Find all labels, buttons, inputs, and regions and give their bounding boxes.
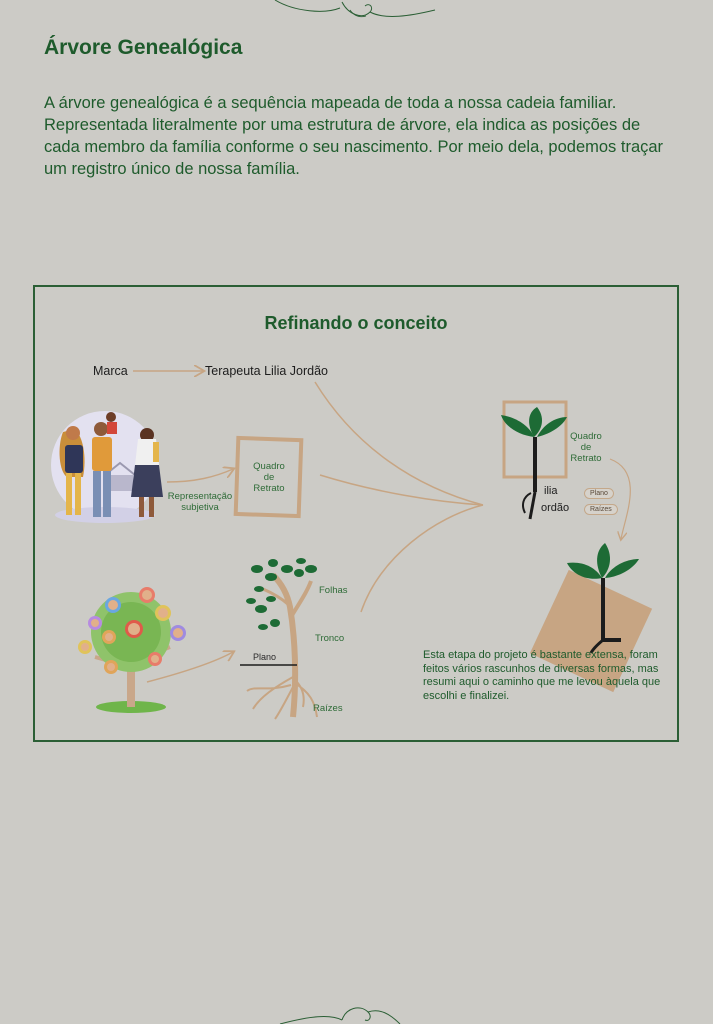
process-note: Esta etapa do projeto é bastante extensa… [423, 649, 661, 702]
label-portrait-frame: Quadro de Retrato [253, 461, 285, 494]
family-illustration [51, 411, 163, 523]
label-sketch-name-2: ordão [541, 502, 570, 514]
label-brand-name: Terapeuta Lilia Jordão [205, 364, 328, 378]
label-subjective: Representação subjetiva [167, 491, 233, 513]
arrow-portrait-to-sketch [319, 474, 484, 506]
arrow-brand-to-sketch [314, 381, 484, 506]
diagram-graphics [51, 287, 653, 720]
final-logo [529, 543, 653, 693]
tree-anatomy-illustration [240, 558, 318, 720]
label-trunk: Tronco [315, 633, 345, 644]
pill-plano: Plano [584, 488, 614, 499]
label-sketch-portrait: Quadro de Retrato [570, 431, 602, 464]
hands-ornament-icon [274, 0, 436, 18]
label-roots: Raízes [313, 703, 343, 714]
arrow-sketch-to-final [609, 458, 631, 539]
family-tree-illustration [78, 587, 186, 713]
diagram-title: Refinando o conceito [264, 313, 448, 333]
arrow-tree-to-sketch [360, 504, 484, 613]
arrow-familytree-to-diagram [146, 652, 233, 683]
page-title: Árvore Genealógica [44, 36, 243, 59]
intro-paragraph: A árvore genealógica é a sequência mapea… [44, 94, 664, 178]
pill-raizes: Raízes [584, 504, 618, 515]
label-plane: Plano [253, 652, 277, 662]
hands-ornament-bottom-icon [279, 1007, 401, 1024]
sketch-logo [501, 400, 568, 520]
portrait-frame-icon [233, 435, 304, 519]
label-sketch-name-1: ilia [544, 485, 558, 497]
label-leaves: Folhas [319, 585, 348, 596]
arrow-family-to-portrait [166, 469, 233, 483]
concept-diagram-frame: Refinando o conceito [33, 285, 679, 742]
label-marca: Marca [93, 364, 128, 378]
